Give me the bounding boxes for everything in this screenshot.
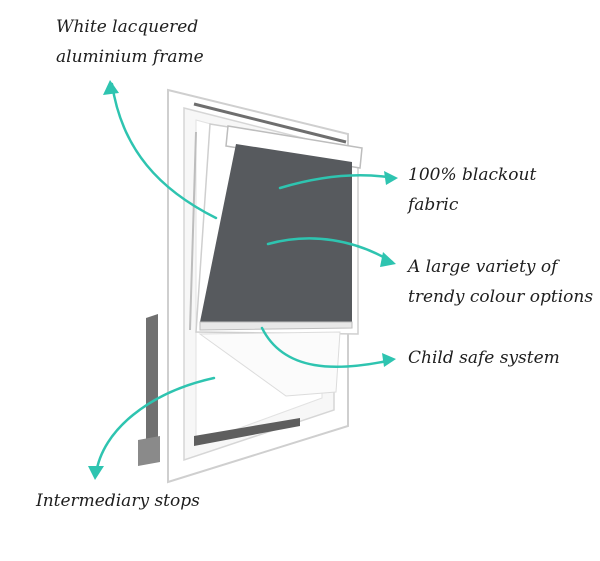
blind-cassette bbox=[225, 125, 363, 169]
arrowhead-stops bbox=[88, 466, 104, 480]
label-blackout-line-1: 100% blackout bbox=[408, 165, 537, 185]
left-dark-rail bbox=[146, 314, 158, 462]
arrowhead-child-safe bbox=[382, 353, 396, 367]
blind-bottom-bar bbox=[199, 321, 353, 331]
arrow-colours bbox=[266, 237, 394, 264]
label-colours: A large variety of trendy colour options bbox=[408, 252, 593, 312]
label-colours-line-1: A large variety of bbox=[408, 257, 558, 277]
bottom-dark-rail bbox=[194, 418, 300, 446]
sash-side-rail bbox=[189, 131, 197, 331]
arrow-blackout bbox=[278, 174, 396, 190]
arrow-frame bbox=[110, 82, 218, 220]
arrowhead-colours bbox=[380, 252, 396, 267]
label-stops: Intermediary stops bbox=[36, 491, 200, 511]
arrow-child-safe bbox=[260, 326, 394, 368]
label-frame-line-2: aluminium frame bbox=[56, 47, 204, 67]
label-frame-line-1: White lacquered bbox=[56, 17, 199, 37]
arrowhead-blackout bbox=[384, 171, 398, 185]
label-colours-line-2: trendy colour options bbox=[408, 287, 594, 307]
arrowhead-frame bbox=[103, 80, 119, 95]
label-blackout-line-2: fabric bbox=[408, 195, 459, 215]
sash-lower-glass bbox=[198, 331, 341, 397]
top-dark-trim bbox=[193, 102, 347, 144]
label-blackout: 100% blackout fabric bbox=[408, 160, 536, 220]
blind-fabric bbox=[200, 144, 352, 322]
label-child-safe: Child safe system bbox=[408, 348, 560, 368]
arrow-stops bbox=[94, 376, 216, 476]
label-frame: White lacquered aluminium frame bbox=[56, 12, 204, 72]
bottom-stop-bracket bbox=[138, 436, 160, 466]
